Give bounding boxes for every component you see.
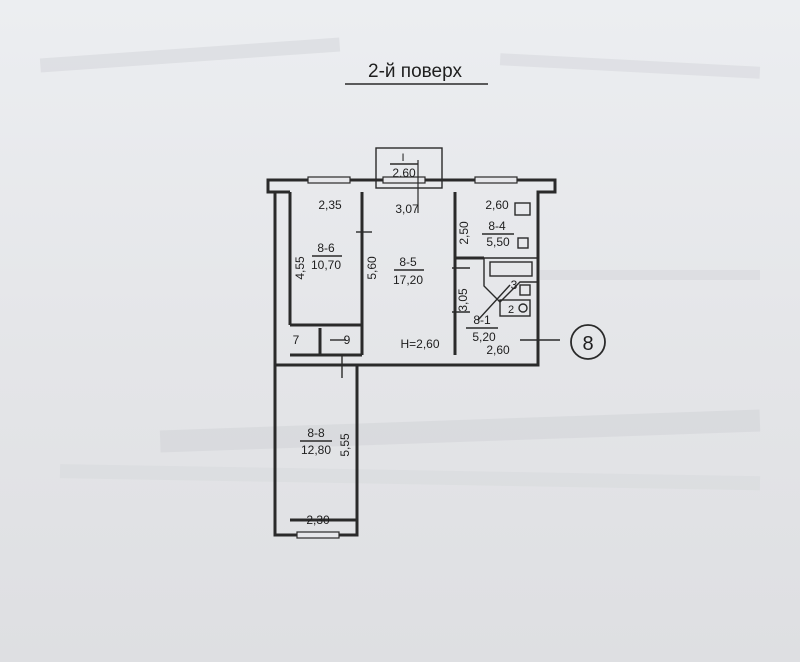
- dimension-labels: 2,35 3,07 2,60 4,55 5,60 2,50 3,05 2,60 …: [293, 198, 510, 527]
- windows: [296, 160, 518, 539]
- walls: [266, 178, 557, 537]
- bleed-through-text: [39, 37, 761, 491]
- room-8-6: 8-6 10,70: [311, 241, 342, 272]
- balcony-number: I: [401, 152, 404, 164]
- dim-w-8-4: 2,60: [485, 198, 509, 212]
- dim-w-8-5: 3,07: [395, 202, 419, 216]
- dim-w-8-1: 2,60: [486, 343, 510, 357]
- small-room-numbers: 3 2 7 9: [293, 278, 518, 347]
- dim-h-8-4: 2,50: [457, 221, 471, 245]
- dim-w-8-6: 2,35: [318, 198, 342, 212]
- door-marks: [330, 231, 560, 378]
- room-area: 17,20: [393, 273, 423, 287]
- apartment-number: 8: [582, 333, 593, 355]
- wc-number: 2: [508, 304, 514, 316]
- dim-w-8-8: 2,30: [306, 513, 330, 527]
- bath-number: 3: [511, 278, 518, 292]
- room-area: 12,80: [301, 443, 331, 457]
- room-8-8: 8-8 12,80: [300, 426, 332, 457]
- room-8-4: 8-4 5,50: [482, 219, 514, 249]
- dim-h-8-8: 5,55: [338, 433, 352, 457]
- room-id: 8-4: [488, 219, 506, 233]
- room-8-1: 8-1 5,20: [466, 313, 498, 344]
- dim-h-8-1: 3,05: [456, 288, 470, 312]
- closet-7-number: 7: [293, 333, 300, 347]
- ceiling-height: H=2,60: [400, 337, 439, 351]
- room-area: 10,70: [311, 258, 341, 272]
- room-id: 8-5: [399, 255, 417, 269]
- room-id: 8-8: [307, 426, 325, 440]
- room-8-5: 8-5 17,20: [393, 255, 424, 287]
- room-id: 8-6: [317, 241, 335, 255]
- room-area: 5,50: [486, 235, 510, 249]
- plan-title: 2-й поверх: [368, 61, 462, 82]
- bathroom-block: [477, 202, 539, 321]
- dim-h-8-5: 5,60: [365, 256, 379, 280]
- room-area: 5,20: [472, 330, 496, 344]
- closet-9-number: 9: [344, 333, 351, 347]
- apartment-marker: 8: [570, 324, 606, 360]
- room-id: 8-1: [473, 313, 491, 327]
- dim-h-8-6: 4,55: [293, 256, 307, 280]
